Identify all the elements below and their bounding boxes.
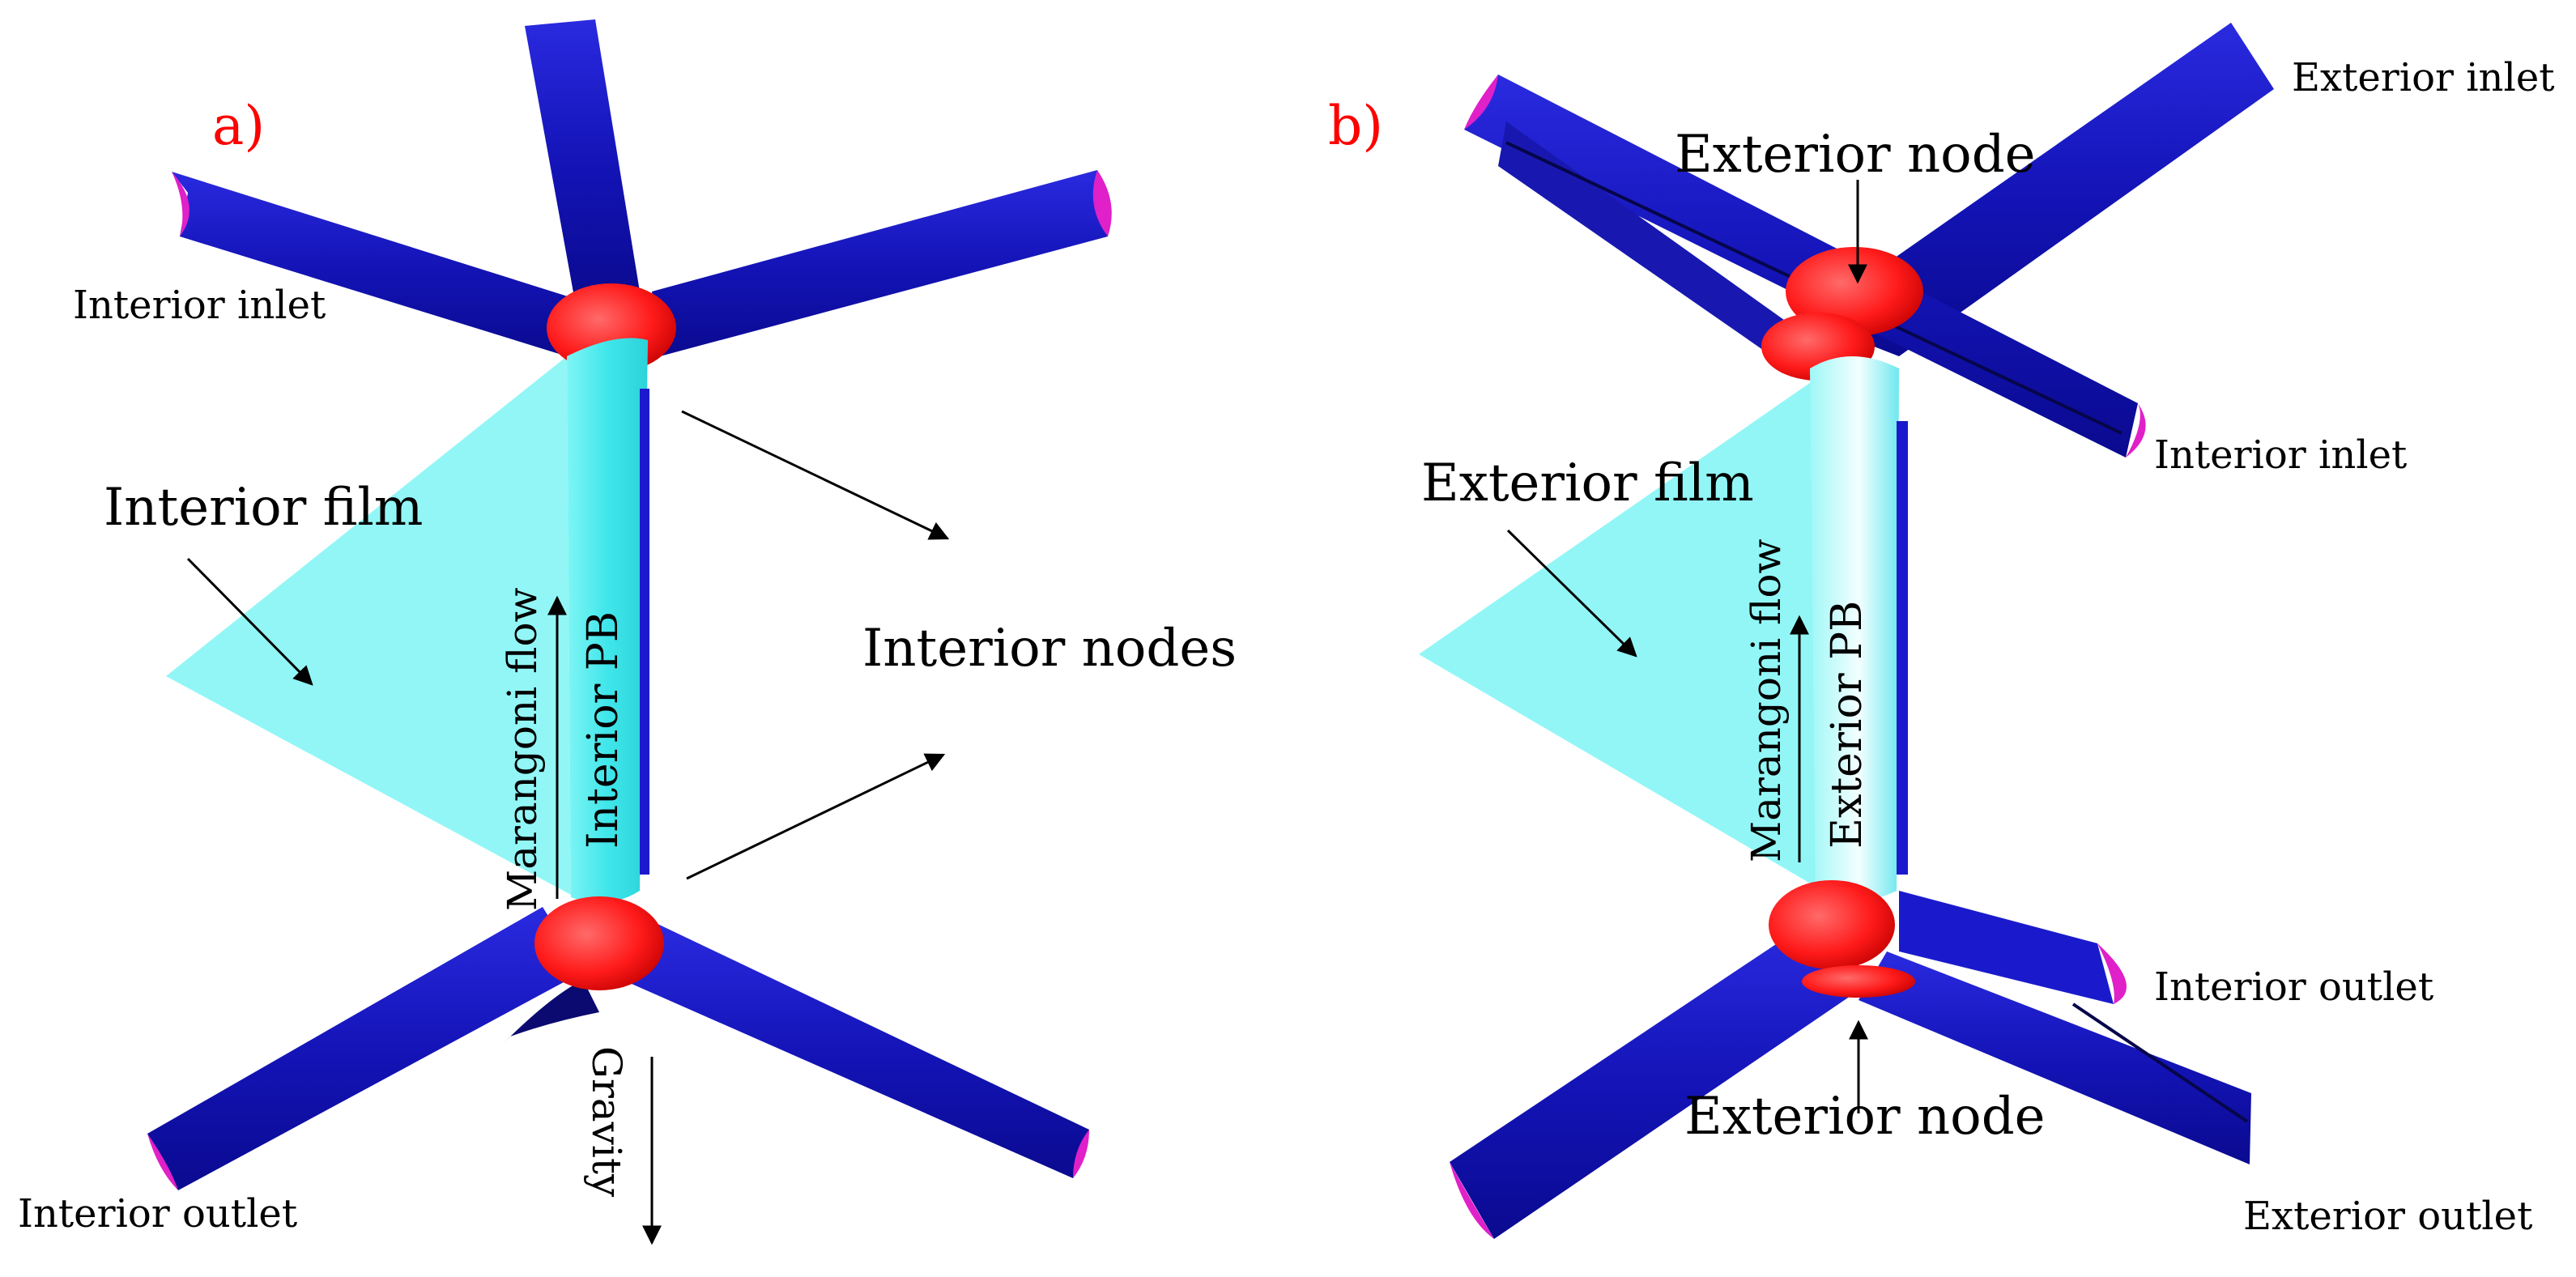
channel-upper-left (172, 172, 583, 356)
exterior-pb-back (1897, 421, 1908, 875)
panel-b: b) (1328, 23, 2555, 1239)
end-cap-b-interior-inlet (2126, 403, 2146, 458)
nodes-arrow-lower (686, 753, 946, 880)
label-marangoni-flow-b: Marangoni flow (1743, 538, 1790, 862)
panel-b-letter: b) (1328, 95, 1383, 157)
end-cap-b-upper-left (1464, 74, 1498, 130)
panel-a-letter: a) (212, 95, 265, 157)
label-interior-pb: Interior PB (579, 611, 628, 849)
channel-b-lower-right-long (1859, 951, 2251, 1164)
interior-node-bottom-b (1769, 880, 1895, 969)
exterior-film-surface (1419, 360, 1842, 899)
interior-pb (567, 338, 648, 903)
channel-lower-right (632, 923, 1089, 1178)
channel-lower-left (147, 907, 583, 1190)
channel-b-upper-left-back (1498, 121, 1790, 368)
exterior-pb (1810, 356, 1899, 902)
interior-film-surface (166, 356, 571, 895)
channel-upper-vertical (525, 19, 640, 301)
channel-b-lower-right-groove (2071, 1002, 2249, 1123)
label-interior-inlet: Interior inlet (73, 283, 326, 328)
label-exterior-film: Exterior film (1421, 453, 1754, 513)
lower-channels-b (1450, 891, 2251, 1239)
channel-upper-right (652, 170, 1108, 356)
end-cap-lower-right (1073, 1130, 1089, 1178)
nodes-arrow-upper (681, 410, 950, 540)
channel-b-lower-left-long (1450, 923, 1850, 1239)
end-cap-upper-right (1092, 170, 1112, 236)
end-cap-lower-left (147, 1134, 178, 1190)
label-marangoni-flow-a: Marangoni flow (499, 587, 546, 911)
label-exterior-pb: Exterior PB (1823, 601, 1871, 849)
channel-b-upper-right-long (1806, 23, 2274, 356)
end-cap-b-interior-outlet (2097, 943, 2127, 1004)
label-interior-outlet-b: Interior outlet (2154, 964, 2433, 1010)
exterior-film-pointer-arrow (1506, 529, 1637, 658)
bottom-channels (147, 907, 1089, 1190)
film-pointer-arrow (186, 557, 313, 686)
channel-b-lower-right-short (1899, 891, 2114, 1004)
panel-a: a) Inter (18, 19, 1237, 1245)
lower-interior-node (534, 896, 664, 990)
top-channels (172, 19, 1112, 356)
label-interior-inlet-b: Interior inlet (2154, 432, 2407, 478)
interior-pb-back (640, 389, 649, 875)
lower-node-flap (502, 980, 599, 1045)
label-interior-nodes: Interior nodes (862, 619, 1237, 679)
label-exterior-inlet: Exterior inlet (2292, 55, 2555, 100)
end-cap-upper-left (172, 172, 189, 236)
label-gravity: Gravity (583, 1046, 630, 1198)
label-interior-outlet: Interior outlet (18, 1191, 297, 1237)
label-interior-film: Interior film (104, 478, 423, 538)
label-exterior-node-top: Exterior node (1675, 125, 2036, 185)
exterior-node-bottom (1802, 965, 1915, 998)
label-exterior-node-bottom: Exterior node (1684, 1087, 2046, 1147)
label-exterior-outlet: Exterior outlet (2243, 1194, 2532, 1239)
